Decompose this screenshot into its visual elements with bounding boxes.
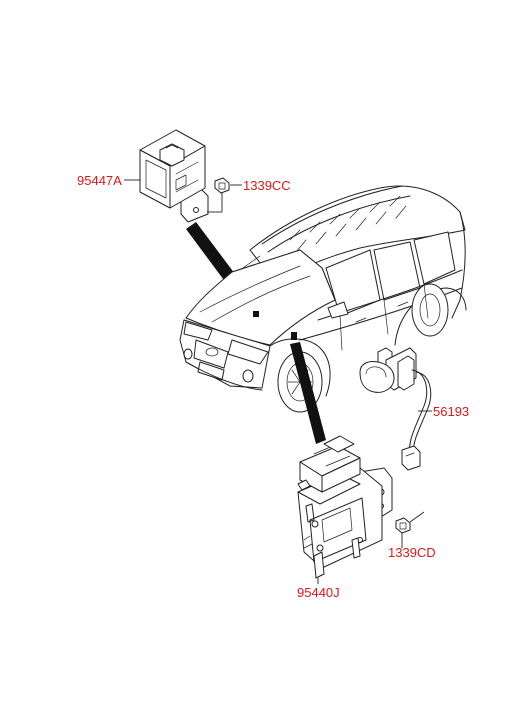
label-95447a: 95447A xyxy=(77,173,122,188)
nut-1339cd xyxy=(395,511,425,548)
label-1339cd: 1339CD xyxy=(388,545,436,560)
ecu-95440j xyxy=(297,435,393,579)
nut-1339cc xyxy=(207,177,230,213)
vehicle-suv xyxy=(179,185,467,413)
sensor-56193 xyxy=(359,347,432,471)
pointer-arrow-ecu xyxy=(290,342,326,444)
label-1339cc: 1339CC xyxy=(243,178,291,193)
label-95440j: 95440J xyxy=(297,585,340,600)
module-95447a xyxy=(139,129,209,223)
label-56193: 56193 xyxy=(433,404,469,419)
